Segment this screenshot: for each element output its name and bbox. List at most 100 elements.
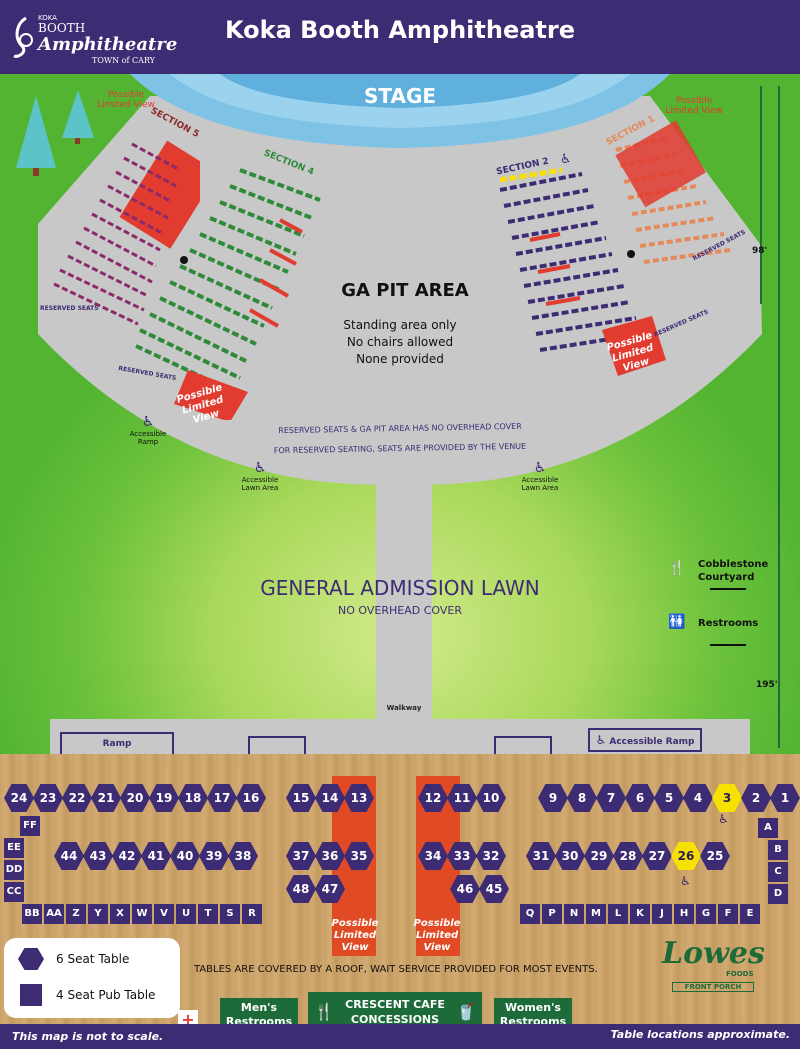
cobblestone-label: Cobblestone Courtyard xyxy=(698,559,769,583)
hex-table: 3 xyxy=(712,784,742,812)
hex-table: 42 xyxy=(112,842,142,870)
arrow-right-icon xyxy=(710,644,746,646)
accessible-ramp-box-label: Accessible Ramp xyxy=(609,737,695,747)
hex-table: 11 xyxy=(447,784,477,812)
hex-table: 48 xyxy=(286,875,316,903)
pub-table: R xyxy=(242,904,262,924)
hex-table: 15 xyxy=(286,784,316,812)
pub-table: J xyxy=(652,904,672,924)
walkway-label: Walkway xyxy=(386,704,422,712)
pub-table: V xyxy=(154,904,174,924)
possible-limited-view-note: Possible Limited View xyxy=(665,96,723,116)
footer-right: Table locations approximate. xyxy=(610,1028,790,1041)
pub-table: Q xyxy=(520,904,540,924)
hex-table: 25 xyxy=(700,842,730,870)
pub-table: D xyxy=(768,884,788,904)
legend-hex-label: 6 Seat Table xyxy=(56,952,130,966)
pub-table: K xyxy=(630,904,650,924)
wheelchair-icon: ♿ xyxy=(680,874,691,888)
hex-table: 35 xyxy=(344,842,374,870)
logo: KOKA BOOTH Amphitheatre TOWN of CARY xyxy=(12,10,177,68)
logo-top: KOKA xyxy=(38,14,57,22)
pub-table: H xyxy=(674,904,694,924)
marker-dot xyxy=(627,250,635,258)
legend: 6 Seat Table 4 Seat Pub Table xyxy=(4,938,180,1018)
tree-icon xyxy=(16,90,94,176)
hex-table: 8 xyxy=(567,784,597,812)
hex-table: 17 xyxy=(207,784,237,812)
section-4-seats xyxy=(135,168,321,420)
lowes-foods: FOODS xyxy=(726,970,754,978)
cafe-line2: CONCESSIONS xyxy=(350,1013,440,1026)
hex-table: 5 xyxy=(654,784,684,812)
wheelchair-icon: ♿ xyxy=(718,812,729,826)
pub-table: Z xyxy=(66,904,86,924)
hex-table: 39 xyxy=(199,842,229,870)
ga-pit-line1: Standing area only xyxy=(343,318,457,332)
hex-table: 45 xyxy=(479,875,509,903)
hex-table: 47 xyxy=(315,875,345,903)
accessible-ramp-marker: ♿ Accessible Ramp xyxy=(118,414,178,446)
hex-table: 14 xyxy=(315,784,345,812)
accessible-ramp-box: ♿ Accessible Ramp xyxy=(588,728,702,752)
hex-table: 44 xyxy=(54,842,84,870)
marker-dot xyxy=(180,256,188,264)
dimension-98-label: 98' xyxy=(752,246,768,256)
hex-table: 6 xyxy=(625,784,655,812)
hex-table: 4 xyxy=(683,784,713,812)
accessible-lawn-marker: ♿ Accessible Lawn Area xyxy=(232,460,288,492)
hex-table: 34 xyxy=(418,842,448,870)
hex-table: 43 xyxy=(83,842,113,870)
logo-mid: BOOTH xyxy=(38,21,86,35)
accessible-lawn-marker: ♿ Accessible Lawn Area xyxy=(512,460,568,492)
hex-table: 29 xyxy=(584,842,614,870)
wheelchair-icon: ♿ xyxy=(253,460,267,476)
hex-table: 21 xyxy=(91,784,121,812)
hex-table: 33 xyxy=(447,842,477,870)
pub-table: EE xyxy=(4,838,24,858)
lowes-logo: Lowes FOODS FRONT PORCH xyxy=(662,936,765,998)
restrooms-label: Restrooms xyxy=(698,618,759,629)
pub-table: W xyxy=(132,904,152,924)
pub-table: F xyxy=(718,904,738,924)
hex-table: 2 xyxy=(741,784,771,812)
hex-table: 27 xyxy=(642,842,672,870)
hex-table: 10 xyxy=(476,784,506,812)
lowes-porch: FRONT PORCH xyxy=(672,982,754,992)
pub-table: BB xyxy=(22,904,42,924)
hex-table-icon xyxy=(18,948,44,970)
stairs-marker xyxy=(248,736,306,754)
hex-table: 23 xyxy=(33,784,63,812)
wheelchair-icon: ♿ xyxy=(595,733,607,747)
ga-pit-title: GA PIT AREA xyxy=(341,280,469,301)
reserved-seats-label: RESERVED SEATS xyxy=(40,305,99,312)
pub-table: N xyxy=(564,904,584,924)
pub-table: DD xyxy=(4,860,24,880)
hex-table: 9 xyxy=(538,784,568,812)
wheelchair-icon: ♿ xyxy=(141,414,155,430)
pub-table: C xyxy=(768,862,788,882)
hex-table: 41 xyxy=(141,842,171,870)
pub-table: U xyxy=(176,904,196,924)
pub-table: CC xyxy=(4,882,24,902)
hex-table: 16 xyxy=(236,784,266,812)
hex-table: 38 xyxy=(228,842,258,870)
food-icon: 🍴 xyxy=(668,560,686,576)
pub-table: B xyxy=(768,840,788,860)
possible-limited-view-label: Possible Limited View xyxy=(413,918,461,953)
pub-table: P xyxy=(542,904,562,924)
hex-table: 32 xyxy=(476,842,506,870)
hex-table: 30 xyxy=(555,842,585,870)
dimension-line xyxy=(760,86,762,304)
footer-left: This map is not to scale. xyxy=(12,1030,164,1043)
pub-table: Y xyxy=(88,904,108,924)
logo-mark-icon xyxy=(12,16,38,60)
lowes-name: Lowes xyxy=(662,936,765,971)
logo-main: Amphitheatre xyxy=(38,34,178,55)
pub-table: L xyxy=(608,904,628,924)
hex-table: 31 xyxy=(526,842,556,870)
pub-table: A xyxy=(758,818,778,838)
arrow-right-icon xyxy=(710,588,746,590)
hex-table: 28 xyxy=(613,842,643,870)
hex-table: 7 xyxy=(596,784,626,812)
